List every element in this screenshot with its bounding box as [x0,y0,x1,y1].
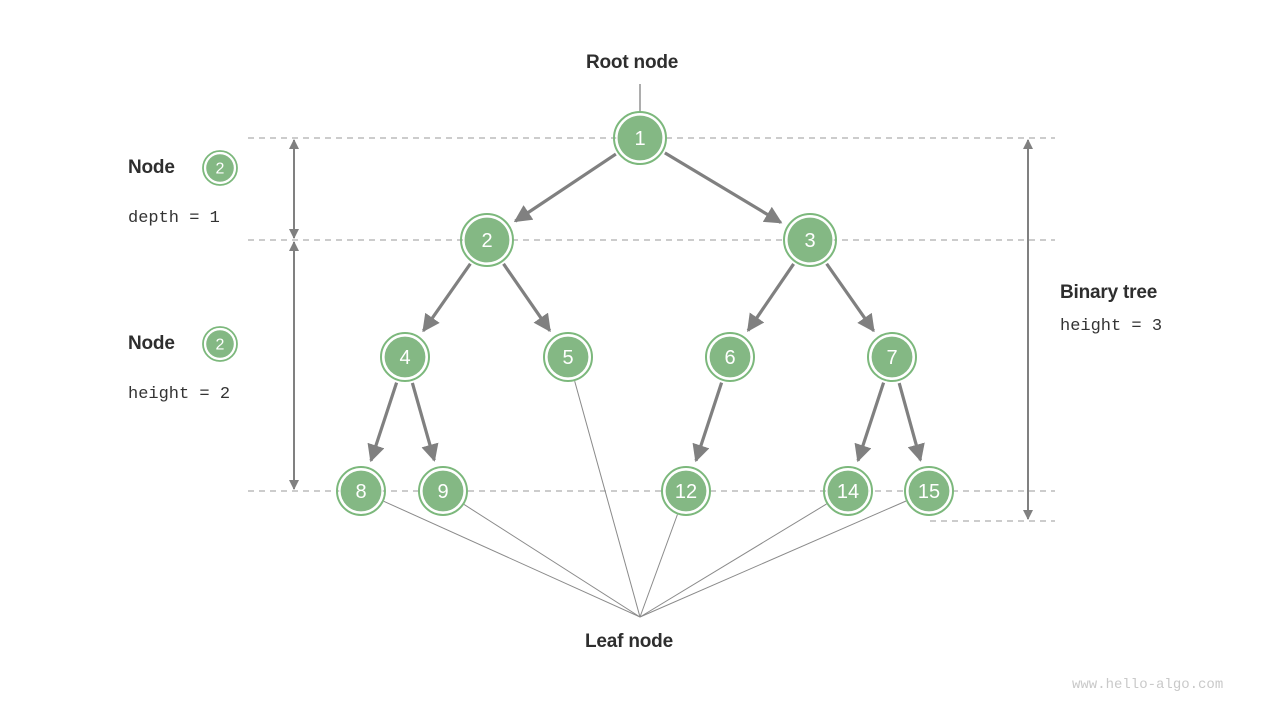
tree-node-value: 3 [804,230,815,252]
leaf-pointer-line-n9 [463,504,641,618]
tree-edges [367,151,925,463]
tree-node-value: 5 [562,347,573,369]
tree-node-value: 8 [355,481,366,503]
guide-lines [248,137,1055,522]
site-watermark: www.hello-algo.com [1072,677,1224,693]
edge-n1-n2 [513,152,617,223]
leaf-pointer-line-n5 [574,380,641,618]
tree-node-12[interactable]: 12 [661,466,711,516]
edge-n3-n7 [825,262,875,333]
tree-node-value: 2 [481,230,492,252]
tree-node-value: 1 [634,128,645,150]
tree-node-value: 6 [724,347,735,369]
tree-node-value: 12 [675,481,697,503]
edge-n6-n12 [692,382,724,463]
leaf-node-label: Leaf node [585,631,673,652]
annotation-depth-badge: 2 [202,150,238,186]
leaf-pointer-line-n15 [639,500,907,618]
annotation-depth-detail: depth = 1 [128,209,220,228]
annotation-tree-title: Binary tree [1060,282,1158,303]
leaf-pointer-lines [383,380,907,618]
edge-n7-n14 [854,382,886,463]
edge-n7-n15 [897,382,925,462]
edge-n3-n6 [746,263,795,333]
tree-node-value: 4 [399,347,410,369]
annotation-tree-detail: height = 3 [1060,317,1163,336]
tree-node-value: 14 [837,481,859,503]
tree-node-9[interactable]: 9 [418,466,468,516]
annotation-depth-title: Node [128,157,175,178]
tree-node-value: 9 [437,481,448,503]
edge-n4-n9 [410,382,439,462]
tree-node-value: 7 [886,347,897,369]
leaf-pointer-line-n12 [639,514,678,618]
edge-n4-n8 [367,382,399,463]
tree-node-14[interactable]: 14 [823,466,873,516]
annotation-depth-badge-value: 2 [216,161,225,178]
annotation-height-title: Node [128,333,175,354]
tree-node-4[interactable]: 4 [380,332,430,382]
measure-arrows [289,139,1033,520]
tree-node-5[interactable]: 5 [543,332,593,382]
annotation-height-detail: height = 2 [128,385,231,404]
edge-n2-n4 [422,262,472,333]
tree-node-6[interactable]: 6 [705,332,755,382]
annotation-height-badge: 2 [202,326,238,362]
annotation-height-badge-value: 2 [216,337,225,354]
tree-node-8[interactable]: 8 [336,466,386,516]
leaf-pointer-line-n8 [383,500,641,618]
tree-node-value: 15 [918,481,940,503]
tree-node-2[interactable]: 2 [460,213,514,267]
tree-node-7[interactable]: 7 [867,332,917,382]
tree-node-1[interactable]: 1 [613,111,667,165]
root-node-label: Root node [586,52,679,73]
tree-node-15[interactable]: 15 [904,466,954,516]
annotation-badges: 22 [202,150,238,362]
edge-n2-n5 [502,262,552,333]
leaf-pointer-line-n14 [639,503,827,618]
edge-n1-n3 [664,151,783,224]
tree-node-3[interactable]: 3 [783,213,837,267]
